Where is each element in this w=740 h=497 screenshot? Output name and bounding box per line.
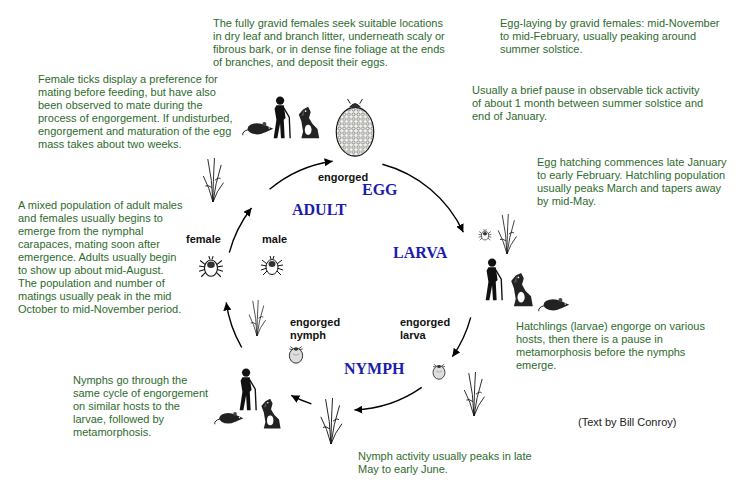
note-text: A mixed population of adult males and fe… (18, 199, 183, 316)
larva-tick (479, 229, 492, 240)
note-text: Egg-laying by gravid females: mid-Novemb… (500, 17, 725, 56)
stage-tag: engorged larva (400, 316, 456, 342)
rodent-host (243, 122, 273, 135)
cycle-arrow (226, 302, 242, 347)
note-text: Usually a brief pause in observable tick… (472, 84, 706, 123)
cycle-arrow (354, 387, 421, 410)
grass-plant (249, 300, 265, 336)
cycle-arrows (226, 161, 471, 410)
credit-note: (Text by Bill Conroy) (578, 416, 676, 429)
note-text: Egg hatching commences late January to e… (537, 156, 727, 208)
engorged-larva-tick (433, 364, 445, 379)
female-tick (199, 256, 223, 277)
stage-tag: engorged nymph (290, 316, 348, 342)
human-host (486, 258, 503, 300)
grass-plant (321, 398, 342, 444)
grass-plant (464, 372, 484, 416)
sex-tag: female (186, 233, 221, 246)
human-host (274, 96, 291, 138)
cycle-arrow (452, 317, 470, 356)
male-tick (261, 256, 283, 275)
note-text: Female ticks display a preference for ma… (38, 73, 234, 151)
note-text: Nymph activity usually peaks in late May… (358, 450, 548, 476)
cycle-arrow (382, 164, 463, 232)
grass-plant (498, 214, 516, 254)
note-text: Nymphs go through the same cycle of engo… (73, 374, 215, 439)
stage-tag: engorged (318, 171, 368, 184)
stage-name: NYMPH (344, 360, 404, 378)
rodent-host (215, 412, 244, 424)
note-text: The fully gravid females seek suitable l… (213, 17, 445, 69)
dog-host (511, 273, 533, 306)
egg-mass (336, 99, 374, 156)
stage-name: EGG (362, 181, 398, 199)
stage-name: LARVA (393, 244, 447, 262)
engorged-nymph-tick (289, 347, 302, 364)
rodent-host (539, 298, 569, 311)
dog-host (261, 399, 280, 429)
cycle-arrow (229, 208, 251, 253)
dog-host (299, 107, 319, 138)
stage-name: ADULT (292, 201, 347, 219)
human-host (240, 368, 256, 410)
sex-tag: male (262, 233, 287, 246)
grass-plant (203, 158, 223, 202)
cycle-arrow (291, 395, 311, 404)
note-text: Hatchlings (larvae) engorge on various h… (516, 320, 718, 372)
